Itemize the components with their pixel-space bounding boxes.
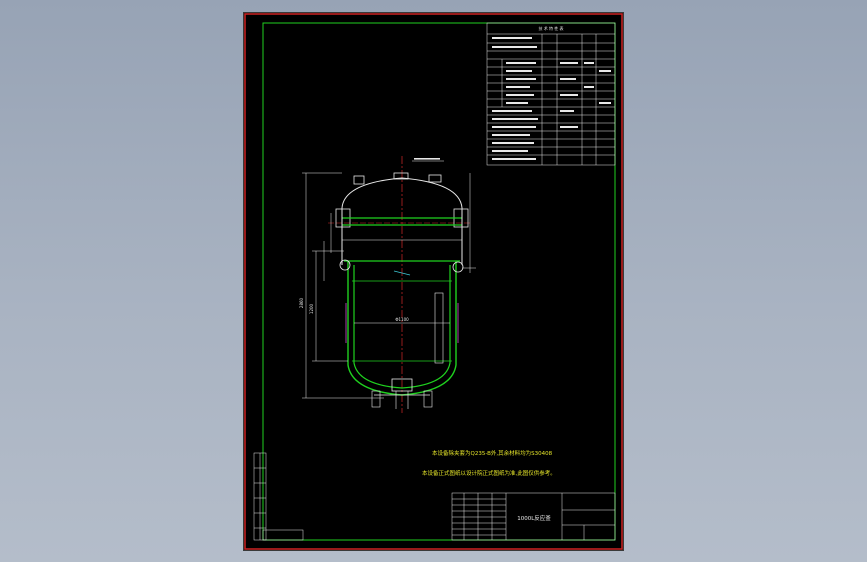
dimension-lines — [302, 172, 476, 399]
top-nozzle-left — [353, 175, 365, 185]
jacket-inlet-nozzle — [339, 259, 351, 271]
revision-strip — [253, 452, 304, 541]
table-text-rows — [492, 37, 611, 160]
top-head — [341, 177, 463, 209]
sheet-border — [244, 13, 623, 550]
reactor-vessel: 2860 1200 Φ1100 — [299, 156, 476, 413]
title-block-name: 1000L反应釜 — [517, 514, 551, 522]
drawing-sheet: 技 术 特 性 表 — [243, 12, 624, 551]
title-block — [451, 492, 616, 541]
top-nozzle-center — [393, 172, 409, 180]
table-header: 技 术 特 性 表 — [538, 25, 563, 31]
note-line-2: 本设备正式图纸以设计院正式图纸为准,此图仅供参考。 — [422, 469, 556, 477]
drawing-frame — [262, 22, 616, 541]
note-line-1: 本设备除夹套为Q235-B外,其余材料均为S30408 — [432, 449, 553, 457]
bottom-outlet — [391, 378, 413, 392]
top-nozzle-right — [428, 174, 442, 183]
dimension-shell: 1200 — [309, 303, 314, 314]
technical-spec-table — [486, 22, 616, 166]
jacket-outlet-nozzle — [452, 261, 464, 273]
inner-shell — [353, 265, 451, 389]
baffle — [434, 292, 444, 364]
dimension-height: 2860 — [299, 297, 304, 308]
dimension-diameter: Φ1100 — [395, 317, 409, 322]
drawing-canvas: 技 术 特 性 表 — [244, 13, 623, 550]
